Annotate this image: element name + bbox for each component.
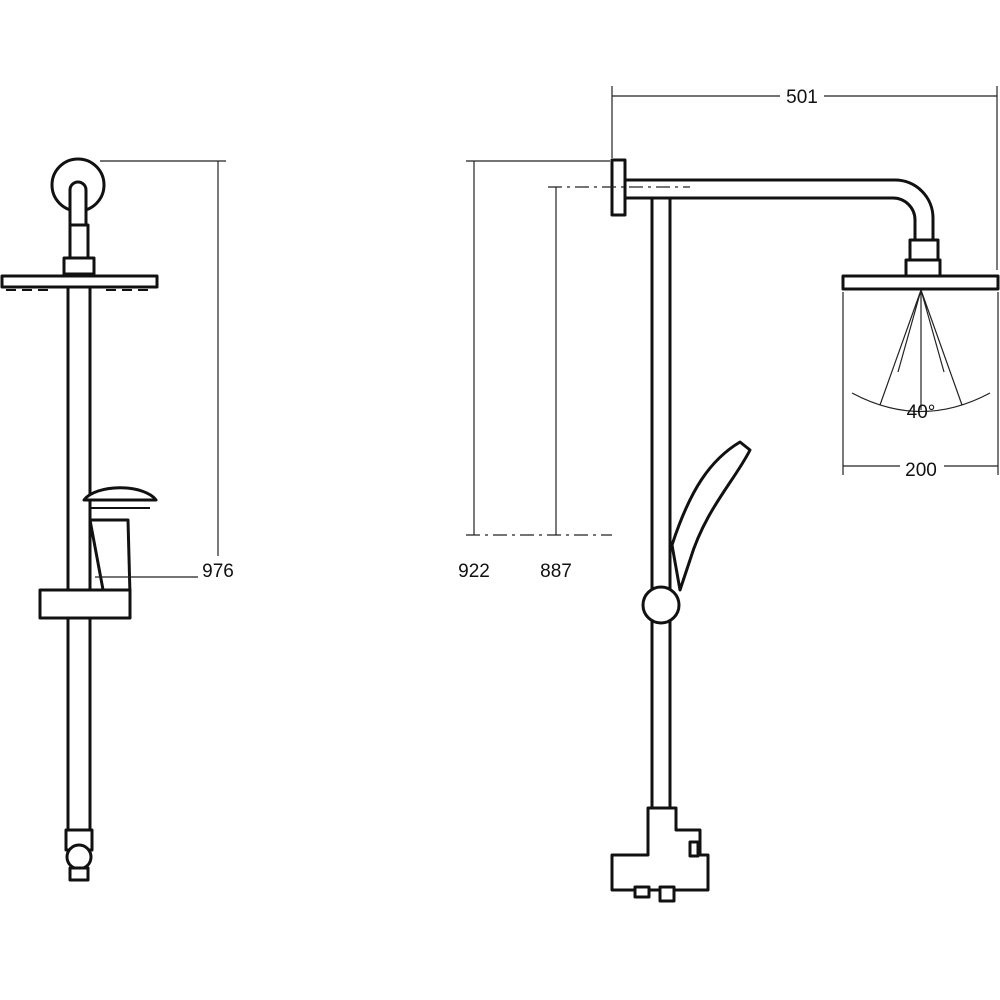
front-valve-body	[65, 843, 93, 871]
front-hand-shower-handle	[88, 518, 132, 597]
spray-angle-label: 40°	[907, 402, 936, 423]
side-overhead-shower-head	[841, 274, 1000, 291]
side-shower-arm	[623, 178, 935, 242]
side-mixer-valve	[610, 806, 710, 892]
side-arm-connector	[908, 238, 940, 262]
side-head-connector	[904, 258, 942, 278]
side-valve-outlet-1	[633, 885, 651, 899]
side-view: 40° 200 501 922 887	[454, 84, 1000, 903]
side-riser-pole	[650, 193, 672, 837]
side-valve-outlet-2	[658, 885, 676, 903]
spray-angle-arc	[851, 392, 991, 412]
dimension-887-label: 887	[540, 561, 572, 582]
front-valve-outlet	[68, 866, 90, 882]
side-slider-knob	[641, 585, 681, 625]
front-view: 976	[0, 157, 238, 882]
dimension-922-lines	[466, 160, 610, 535]
front-arm-connector	[68, 223, 90, 262]
dimension-200-label: 200	[905, 460, 937, 481]
spray-angle-lines	[879, 289, 963, 410]
front-hand-shower-head	[82, 486, 158, 502]
side-hand-shower	[670, 440, 752, 592]
front-slider-bracket	[38, 588, 132, 620]
dimension-976-lines	[95, 160, 226, 578]
dimension-922-label: 922	[458, 561, 490, 582]
center-axis-lines	[466, 186, 690, 536]
front-riser-pole	[66, 278, 92, 837]
dimension-976-label: 976	[202, 561, 234, 582]
front-head-connector	[62, 256, 96, 276]
dimension-501-label: 501	[786, 87, 818, 108]
side-valve-knob	[688, 840, 700, 858]
front-overhead-shower-head	[0, 274, 159, 289]
